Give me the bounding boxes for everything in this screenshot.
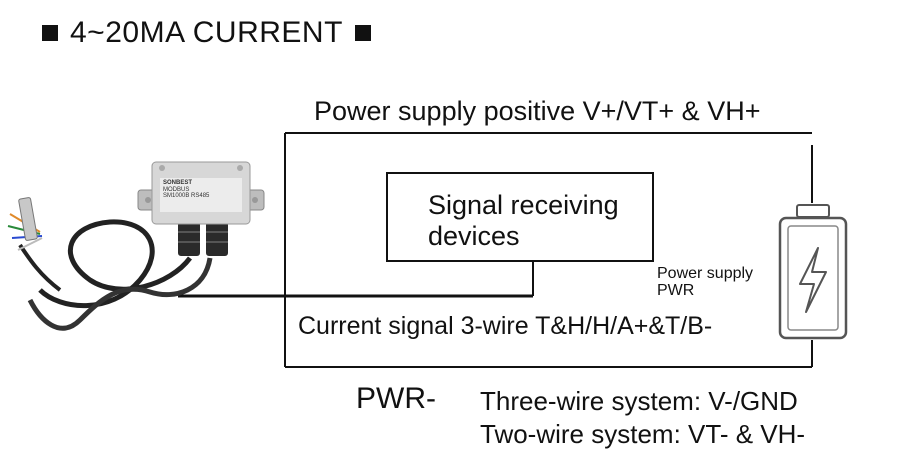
signal-box-label-line1: Signal receiving bbox=[428, 190, 619, 220]
title-bullet-right bbox=[354, 25, 371, 41]
power-supply-label-line1: Power supply bbox=[657, 265, 754, 282]
top-wire-label: Power supply positive V+/VT+ & VH+ bbox=[314, 96, 761, 126]
device-model: SM1000B RS485 bbox=[163, 193, 210, 200]
battery-icon bbox=[778, 204, 848, 340]
device-protocol: MODBUS bbox=[163, 186, 190, 193]
signal-receiving-box bbox=[386, 172, 654, 262]
title-text: 4~20MA CURRENT bbox=[70, 16, 343, 49]
bottom-wire-label: Current signal 3-wire T&H/H/A+&T/B- bbox=[298, 312, 713, 340]
device-brand: SONBEST bbox=[163, 180, 193, 186]
pwr-minus-label: PWR- bbox=[356, 382, 436, 415]
signal-box-label-line2: devices bbox=[428, 221, 520, 252]
device-label: SONBEST MODBUS SM1000B RS485 bbox=[163, 180, 209, 200]
signal-box-label: Signal receiving devices bbox=[428, 190, 619, 252]
diagram-title: 4~20MA CURRENT bbox=[42, 16, 371, 50]
power-supply-label: Power supply PWR bbox=[657, 265, 754, 300]
three-wire-label: Three-wire system: V-/GND bbox=[480, 386, 798, 416]
sensor-device-image bbox=[7, 161, 265, 331]
power-supply-label-line2: PWR bbox=[657, 281, 695, 299]
two-wire-label: Two-wire system: VT- & VH- bbox=[480, 419, 806, 449]
title-bullet-left bbox=[42, 25, 58, 41]
